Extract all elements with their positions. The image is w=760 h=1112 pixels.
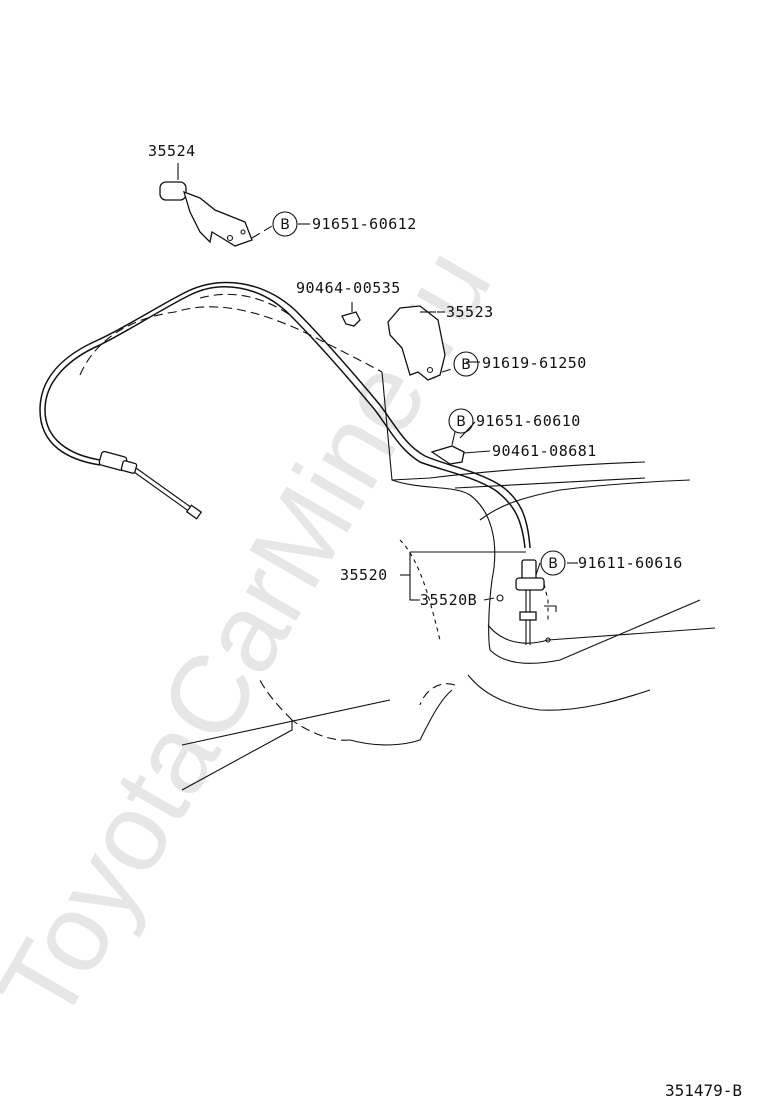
part-35523-bracket <box>387 305 456 381</box>
label-91619-61250: 91619-61250 <box>482 354 587 372</box>
label-91611-60616: 91611-60616 <box>578 554 683 572</box>
transmission-outline <box>79 306 716 791</box>
throttle-cable <box>39 281 531 549</box>
bolt-marker-4: B <box>540 550 566 576</box>
bolt-marker-1: B <box>272 211 298 237</box>
cable-end-assembly <box>496 559 557 645</box>
bolt-marker-2: B <box>453 351 479 377</box>
bolt-marker-letter: B <box>548 556 558 572</box>
part-90461-08681-clamp <box>430 431 491 465</box>
label-90461-08681: 90461-08681 <box>492 442 597 460</box>
bolt-marker-letter: B <box>456 414 466 430</box>
part-35524-bracket <box>159 163 273 247</box>
bolt-marker-letter: B <box>461 357 471 373</box>
label-90464-00535: 90464-00535 <box>296 279 401 297</box>
label-91651-60610: 91651-60610 <box>476 412 581 430</box>
part-90464-00535-clip <box>341 302 361 327</box>
diagram-code: 351479-B <box>665 1081 742 1100</box>
label-35520B: 35520B <box>420 591 477 609</box>
label-35524: 35524 <box>148 142 196 160</box>
bolt-marker-3: B <box>448 408 474 434</box>
bolt-marker-letter: B <box>280 217 290 233</box>
label-91651-60612: 91651-60612 <box>312 215 417 233</box>
label-35523: 35523 <box>446 303 494 321</box>
leader-lines <box>298 223 578 601</box>
label-35520: 35520 <box>340 566 388 584</box>
